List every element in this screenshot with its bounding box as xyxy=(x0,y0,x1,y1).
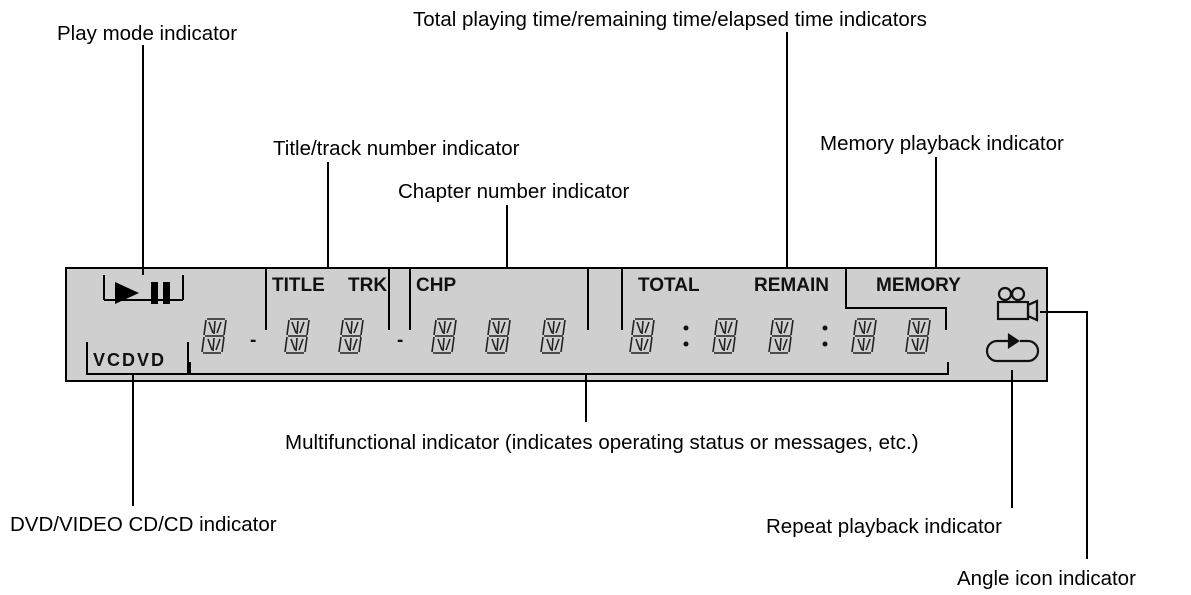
digit-separator-1: - xyxy=(250,330,256,351)
memory-text: MEMORY xyxy=(876,275,961,296)
time-separator-1 xyxy=(683,325,689,347)
title-track-label: Title/track number indicator xyxy=(273,137,520,160)
disc-bracket xyxy=(86,342,189,375)
disc-type-label: DVD/VIDEO CD/CD indicator xyxy=(10,513,277,536)
total-time-label: Total playing time/remaining time/elapse… xyxy=(413,8,927,31)
time-separator-2 xyxy=(822,325,828,347)
chapter-bracket xyxy=(409,268,589,330)
repeat-icon xyxy=(985,332,1040,363)
multifunctional-bracket xyxy=(189,362,949,375)
remain-text: REMAIN xyxy=(754,275,829,296)
digit-separator-2: - xyxy=(397,330,403,351)
time-bracket xyxy=(621,268,947,330)
title-text: TITLE xyxy=(272,275,325,296)
trk-text: TRK xyxy=(348,275,387,296)
chp-text: CHP xyxy=(416,275,456,296)
angle-icon-label: Angle icon indicator xyxy=(957,567,1136,590)
camera-icon xyxy=(996,286,1039,322)
total-text: TOTAL xyxy=(638,275,700,296)
disc-text: VCDVD xyxy=(93,350,166,370)
lcd-panel xyxy=(65,267,1048,382)
chapter-number-label: Chapter number indicator xyxy=(398,180,630,203)
play-mode-label: Play mode indicator xyxy=(57,22,238,45)
multifunctional-label: Multifunctional indicator (indicates ope… xyxy=(285,431,919,454)
leader-angle xyxy=(1040,311,1088,559)
play-pause-icon xyxy=(103,275,184,304)
memory-playback-label: Memory playback indicator xyxy=(820,132,1064,155)
title-track-bracket xyxy=(265,268,390,330)
repeat-playback-label: Repeat playback indicator xyxy=(766,515,1002,538)
leader-lines xyxy=(132,32,1088,559)
